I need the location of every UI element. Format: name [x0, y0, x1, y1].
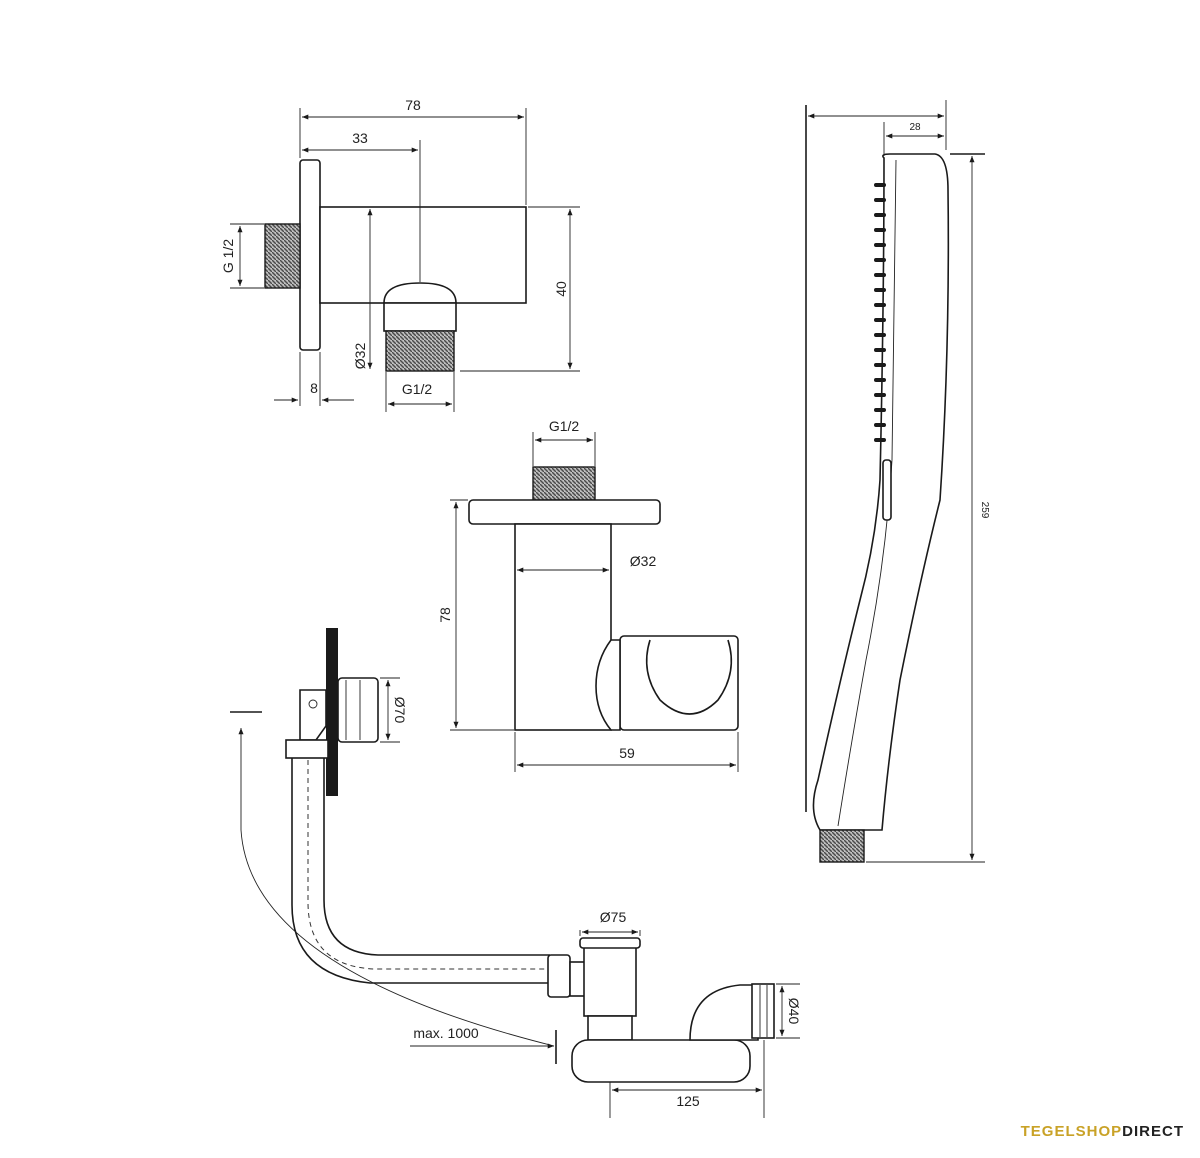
dim-max-length: max. 1000 [413, 1025, 479, 1041]
dim-drain-offset: 125 [676, 1093, 700, 1109]
bath-drain-drawing: max. 1000 Ø70 Ø75 Ø40 125 [230, 628, 802, 1118]
hand-shower-drawing: 28 259 [805, 100, 990, 863]
dim-shower-length: 259 [979, 502, 990, 519]
brand-logo: TEGELSHOPDIRECT [1021, 1123, 1184, 1140]
dim-outlet-center: 33 [352, 130, 368, 146]
dim-outlet-height: 40 [553, 281, 569, 297]
shower-holder-drawing: G1/2 Ø32 78 59 [437, 418, 739, 772]
dim-drain-diameter: Ø75 [600, 909, 627, 925]
wall-outlet-drawing: 78 33 G 1/2 40 Ø32 8 G1/2 [220, 97, 580, 412]
dim-overflow-diameter: Ø70 [392, 697, 408, 724]
dim-outlet-diameter: Ø32 [352, 343, 368, 370]
dim-holder-diameter: Ø32 [630, 553, 657, 569]
dim-outlet-thread: G1/2 [402, 381, 433, 397]
dim-holder-thread: G1/2 [549, 418, 580, 434]
dim-shower-width: 28 [909, 122, 921, 133]
brand-logo-part2: DIRECT [1122, 1123, 1184, 1140]
brand-logo-part1: TEGELSHOP [1020, 1123, 1123, 1140]
dim-outlet-width: 78 [405, 97, 421, 113]
dim-flange-thickness: 8 [310, 380, 318, 396]
dim-outlet-diameter-drain: Ø40 [786, 998, 802, 1025]
dim-inlet-thread: G 1/2 [220, 239, 236, 273]
dim-holder-height: 78 [437, 607, 453, 623]
dim-holder-width: 59 [619, 745, 635, 761]
